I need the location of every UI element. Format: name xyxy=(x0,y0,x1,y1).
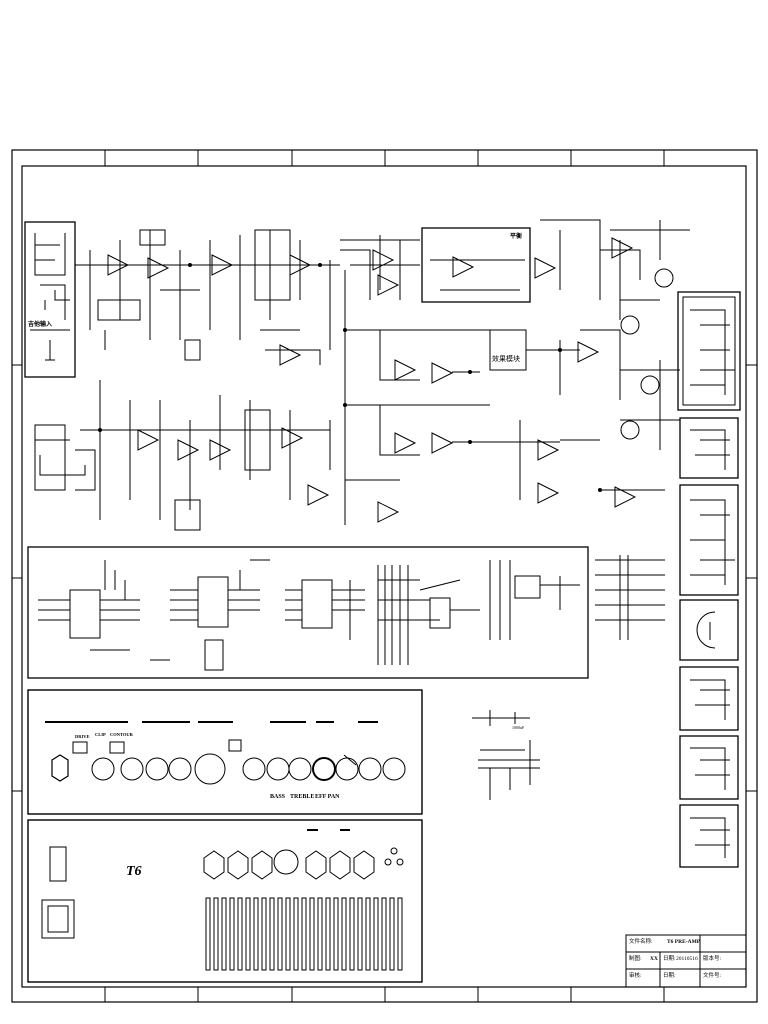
opamp xyxy=(534,257,557,279)
opamp xyxy=(107,254,130,276)
input-label: 吉他输入 xyxy=(28,322,53,328)
knob-large xyxy=(194,753,226,785)
jack-box-2 xyxy=(679,417,739,479)
jack-box-7 xyxy=(679,804,739,868)
back-round xyxy=(273,849,299,875)
opamp xyxy=(147,257,170,279)
date2-label: 日期: xyxy=(663,973,676,979)
file-name-label: 文件名称: xyxy=(629,939,653,945)
knob xyxy=(242,757,266,781)
transistor xyxy=(654,268,674,288)
opamp xyxy=(431,432,454,454)
jack-back xyxy=(203,850,225,880)
jack-back xyxy=(353,850,375,880)
jack-back xyxy=(251,850,273,880)
front-panel xyxy=(27,689,423,815)
ic-u1 xyxy=(69,589,101,639)
opamp xyxy=(137,429,160,451)
bass-label: BASS xyxy=(270,794,286,800)
net-mid-left xyxy=(80,380,331,520)
jack-box-1 xyxy=(677,291,741,411)
version-label: 版本号: xyxy=(703,956,722,962)
opamp xyxy=(177,439,200,461)
jack-box-5 xyxy=(679,666,739,731)
opamp xyxy=(611,237,634,259)
drawn-value: XX xyxy=(650,956,658,962)
opamp xyxy=(394,359,417,381)
treble-label: TREBLE xyxy=(290,794,315,800)
net-top-main xyxy=(75,230,340,350)
opamp xyxy=(211,254,234,276)
input-jack-box xyxy=(24,221,76,378)
file-name-value: T6 PRE-AMP xyxy=(667,939,701,945)
opamp xyxy=(281,427,304,449)
digital-board xyxy=(27,546,589,679)
jack-box-3 xyxy=(679,484,739,596)
vent-slots xyxy=(205,897,403,971)
drive-switch xyxy=(72,741,88,754)
inner-frame xyxy=(21,165,747,988)
ic-u4 xyxy=(514,575,541,599)
jack-box-6 xyxy=(679,735,739,800)
treble-switch xyxy=(228,739,242,752)
opamp xyxy=(614,486,637,508)
title-block xyxy=(625,934,747,988)
power-switch xyxy=(49,846,67,882)
knob-eff xyxy=(312,757,336,781)
opamp xyxy=(537,482,560,504)
jack-back xyxy=(305,850,327,880)
opamp xyxy=(372,249,395,271)
transistor xyxy=(640,375,660,395)
balance-block-label: 平衡 xyxy=(510,234,523,240)
opamp xyxy=(209,439,232,461)
review-label: 审核: xyxy=(629,973,642,979)
docno-label: 文件号: xyxy=(703,973,722,979)
balance-block xyxy=(421,227,531,303)
input-jack-front xyxy=(51,754,69,782)
knob xyxy=(91,757,115,781)
jack-back xyxy=(227,850,249,880)
opamp xyxy=(377,501,400,523)
knob xyxy=(335,757,359,781)
jack-2 xyxy=(34,424,66,491)
iec-socket xyxy=(41,899,75,939)
opamp xyxy=(307,484,330,506)
knob xyxy=(266,757,290,781)
knob xyxy=(168,757,192,781)
jack-box-4 xyxy=(679,599,739,661)
opamp xyxy=(577,341,600,363)
eff-pan-label: EFF PAN xyxy=(315,794,340,800)
knob xyxy=(382,757,406,781)
knob xyxy=(120,757,144,781)
effect-module-box xyxy=(489,329,527,371)
contour-switch xyxy=(109,741,125,754)
ic-u5 xyxy=(204,639,224,671)
jack-back xyxy=(329,850,351,880)
knob xyxy=(145,757,169,781)
cap-label: 1000uF xyxy=(512,725,525,730)
effect-module-label: 效果模块 xyxy=(492,355,520,363)
opamp xyxy=(394,432,417,454)
date-label: 日期: xyxy=(663,956,676,962)
opamp xyxy=(289,254,312,276)
opamp xyxy=(377,274,400,296)
model-label: T6 xyxy=(126,864,142,879)
opamp xyxy=(537,439,560,461)
opamp xyxy=(452,256,475,278)
ic-u3 xyxy=(301,579,333,629)
opamp xyxy=(279,344,302,366)
contour-label: CONTOUR xyxy=(110,732,133,737)
knob xyxy=(288,757,312,781)
clip-label: CLIP xyxy=(95,732,106,737)
transistor xyxy=(620,315,640,335)
opamp xyxy=(431,362,454,384)
transistor xyxy=(620,420,640,440)
drawn-label: 制图: xyxy=(629,956,642,962)
date-value: 20110516 xyxy=(676,956,698,962)
ic-u2 xyxy=(197,576,229,628)
knob xyxy=(358,757,382,781)
drive-label: DRIVE xyxy=(75,734,90,739)
back-panel xyxy=(27,819,423,983)
